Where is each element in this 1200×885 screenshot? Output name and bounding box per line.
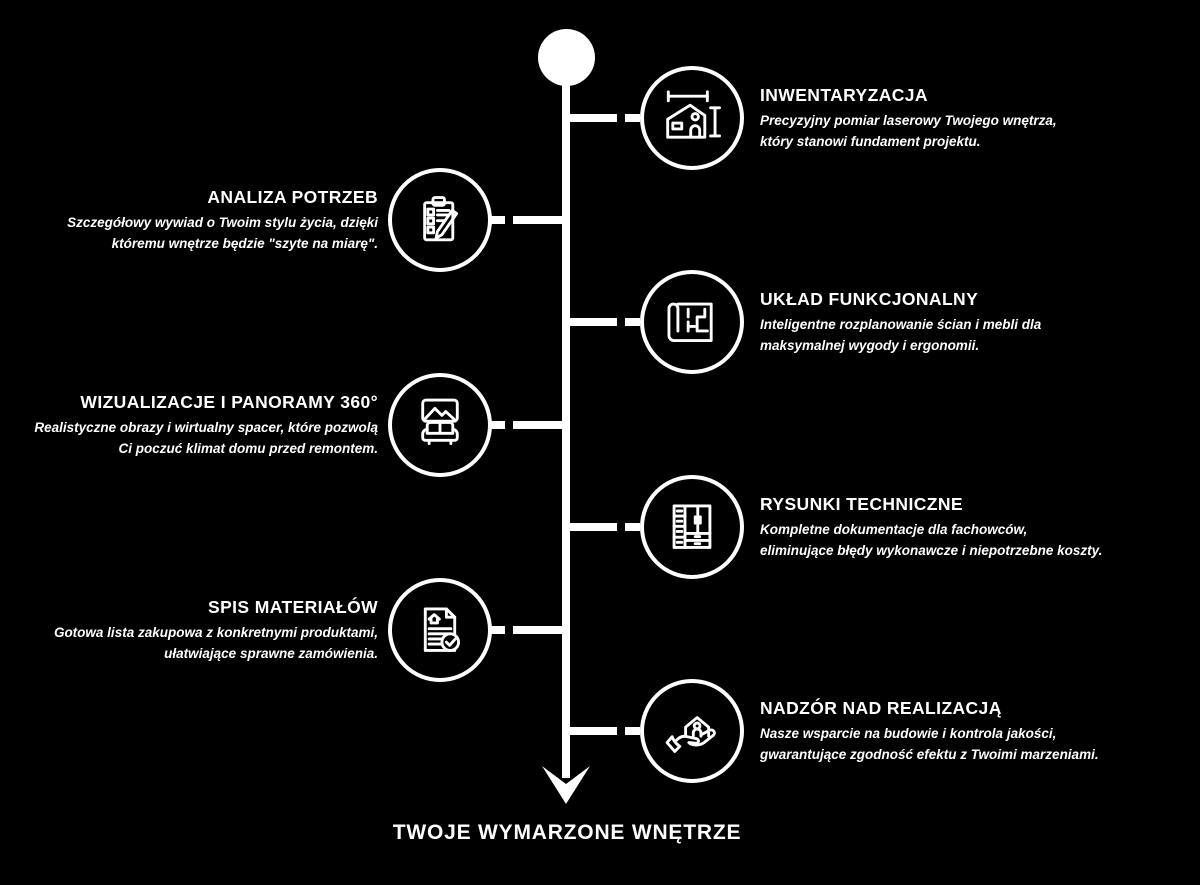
step-circle <box>640 270 744 374</box>
timeline-end-label: TWOJE WYMARZONE WNĘTRZE <box>392 821 742 844</box>
connector-line <box>513 421 562 429</box>
step-circle <box>388 578 492 682</box>
step-description: Nasze wsparcie na budowie i kontrola jak… <box>760 726 1099 762</box>
step-circle <box>640 475 744 579</box>
connector-stub <box>625 318 640 326</box>
step-circle <box>640 66 744 170</box>
step-description: Kompletne dokumentacje dla fachowców, el… <box>760 522 1103 558</box>
step-description: Precyzyjny pomiar laserowy Twojego wnętr… <box>760 113 1057 149</box>
picture-and-sofa-icon <box>421 398 459 445</box>
timeline-arrow-down-icon <box>540 764 592 811</box>
step-title: INWENTARYZACJA <box>760 85 928 105</box>
timeline-start-dot <box>538 29 595 86</box>
connector-stub <box>625 523 640 531</box>
connector-line <box>570 523 617 531</box>
step-title: WIZUALIZACJE I PANORAMY 360° <box>80 392 378 412</box>
connector-stub <box>625 727 640 735</box>
hand-holding-house-icon <box>665 716 716 753</box>
connector-line <box>513 626 562 634</box>
step-title: SPIS MATERIAŁÓW <box>208 597 378 617</box>
connector-stub <box>625 114 640 122</box>
floor-plan-icon <box>667 302 713 342</box>
clipboard-checklist-icon <box>423 196 459 242</box>
wardrobe-icon <box>672 504 712 549</box>
timeline-spine <box>562 57 570 778</box>
step-title: UKŁAD FUNKCJONALNY <box>760 289 979 309</box>
connector-line <box>570 318 617 326</box>
step-title: RYSUNKI TECHNICZNE <box>760 494 963 514</box>
connector-stub <box>490 216 505 224</box>
connector-stub <box>490 421 505 429</box>
step-description: Szczegółowy wywiad o Twoim stylu życia, … <box>67 215 378 251</box>
step-circle <box>388 168 492 272</box>
connector-stub <box>490 626 505 634</box>
step-description: Inteligentne rozplanowanie ścian i mebli… <box>760 317 1042 353</box>
step-title: NADZÓR NAD REALIZACJĄ <box>760 698 1002 718</box>
step-description: Gotowa lista zakupowa z konkretnymi prod… <box>53 625 378 661</box>
document-checkmark-icon <box>423 607 460 652</box>
laser-measure-house-icon <box>666 90 721 139</box>
step-description: Realistyczne obrazy i wirtualny spacer, … <box>34 420 378 456</box>
connector-line <box>570 727 617 735</box>
step-title: ANALIZA POTRZEB <box>207 187 378 207</box>
step-circle <box>388 373 492 477</box>
step-circle <box>640 679 744 783</box>
connector-line <box>570 114 617 122</box>
connector-line <box>513 216 562 224</box>
